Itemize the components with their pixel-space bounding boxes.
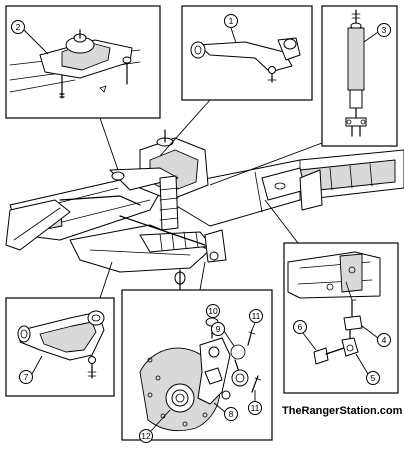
callout-3: 3 xyxy=(382,25,387,35)
panel-1-upper-arm: 1 xyxy=(181,5,313,101)
frame-assembly-illustration xyxy=(5,129,404,291)
panel-3-shock: 3 xyxy=(321,5,398,147)
callout-5: 5 xyxy=(371,373,376,383)
site-credit: TheRangerStation.com xyxy=(282,405,403,417)
connector-lines xyxy=(99,99,331,299)
callout-11-upper: 11 xyxy=(252,311,261,321)
callout-6: 6 xyxy=(298,322,303,332)
callout-4: 4 xyxy=(382,335,387,345)
panel-stabilizer-link: 6 4 5 xyxy=(283,242,399,394)
callout-8: 8 xyxy=(229,409,234,419)
callout-10: 10 xyxy=(208,306,218,316)
callout-11-lower: 11 xyxy=(251,403,260,413)
panel-2-upper-mount: 2 xyxy=(5,5,161,119)
callout-2: 2 xyxy=(16,22,21,32)
panel-knuckle-hub: 10 9 11 11 8 12 xyxy=(121,289,273,443)
callout-7: 7 xyxy=(24,372,29,382)
callout-1: 1 xyxy=(229,16,234,26)
callout-9: 9 xyxy=(216,324,221,334)
callout-12: 12 xyxy=(141,431,151,441)
panel-7-lower-arm: 7 xyxy=(5,297,115,397)
